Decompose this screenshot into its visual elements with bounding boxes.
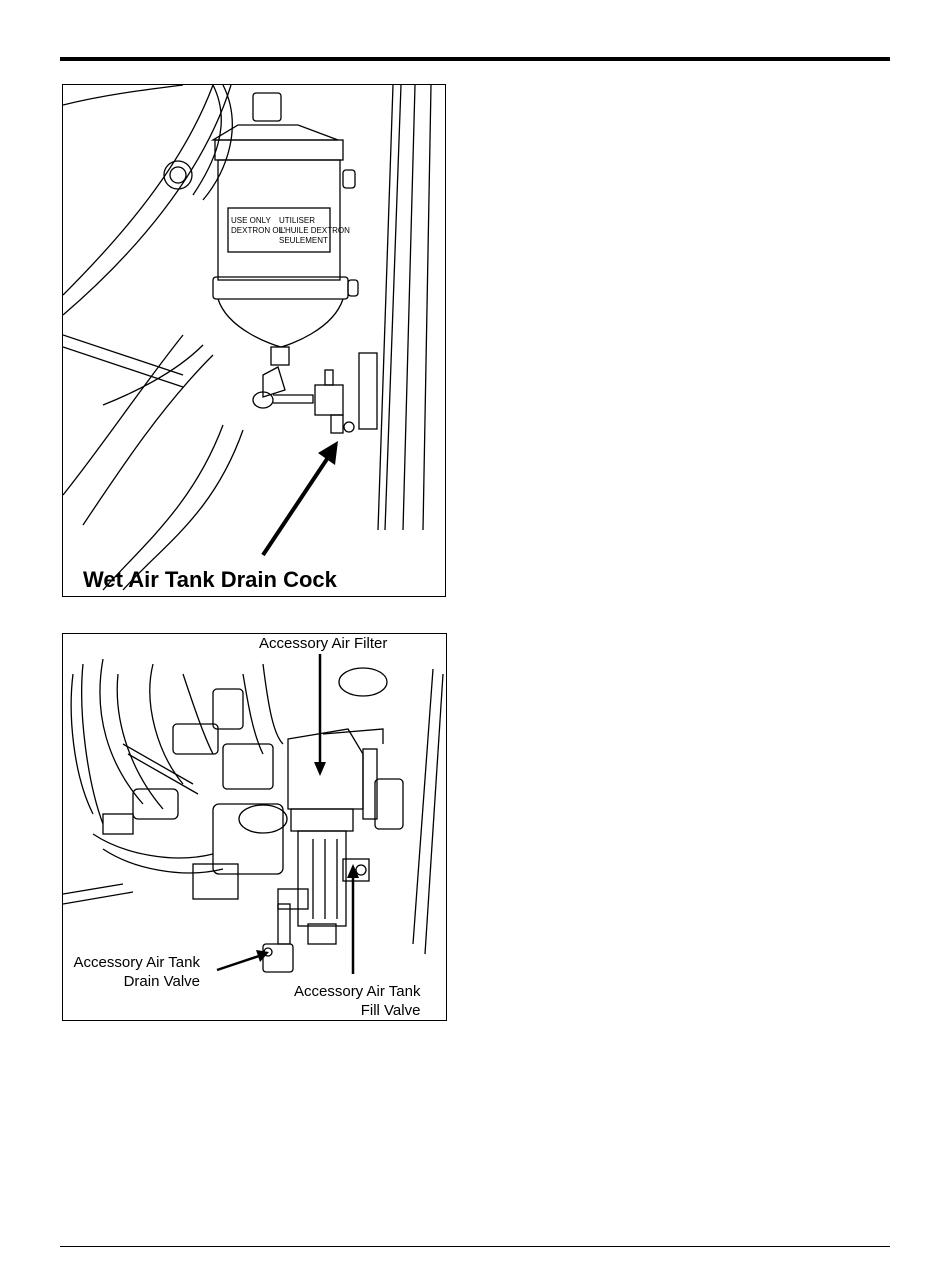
label-accessory-drain-valve: Accessory Air Tank Drain Valve: [74, 953, 200, 991]
decal-right-line1: UTILISER: [279, 216, 315, 225]
decal-left-line1: USE ONLY: [231, 216, 272, 225]
label-drain-line2: Drain Valve: [74, 972, 200, 991]
label-accessory-fill-valve: Accessory Air Tank Fill Valve: [294, 982, 420, 1020]
figure-caption: Wet Air Tank Drain Cock: [83, 567, 337, 593]
wet-air-tank-illustration: USE ONLY DEXTRON OIL UTILISER L'HUILE DE…: [63, 85, 445, 596]
label-drain-line1: Accessory Air Tank: [74, 953, 200, 972]
figure-accessory-air: Accessory Air Filter Accessory Air Tank …: [62, 633, 447, 1021]
label-accessory-air-filter: Accessory Air Filter: [259, 634, 387, 653]
decal-right-line2: L'HUILE DEXTRON: [279, 226, 350, 235]
bottom-rule: [60, 1246, 890, 1247]
figure-wet-air-tank: USE ONLY DEXTRON OIL UTILISER L'HUILE DE…: [62, 84, 446, 597]
decal-left-line2: DEXTRON OIL: [231, 226, 286, 235]
label-fill-line1: Accessory Air Tank: [294, 982, 420, 1001]
decal-right-line3: SEULEMENT: [279, 236, 328, 245]
label-fill-line2: Fill Valve: [294, 1001, 420, 1020]
top-rule: [60, 57, 890, 61]
